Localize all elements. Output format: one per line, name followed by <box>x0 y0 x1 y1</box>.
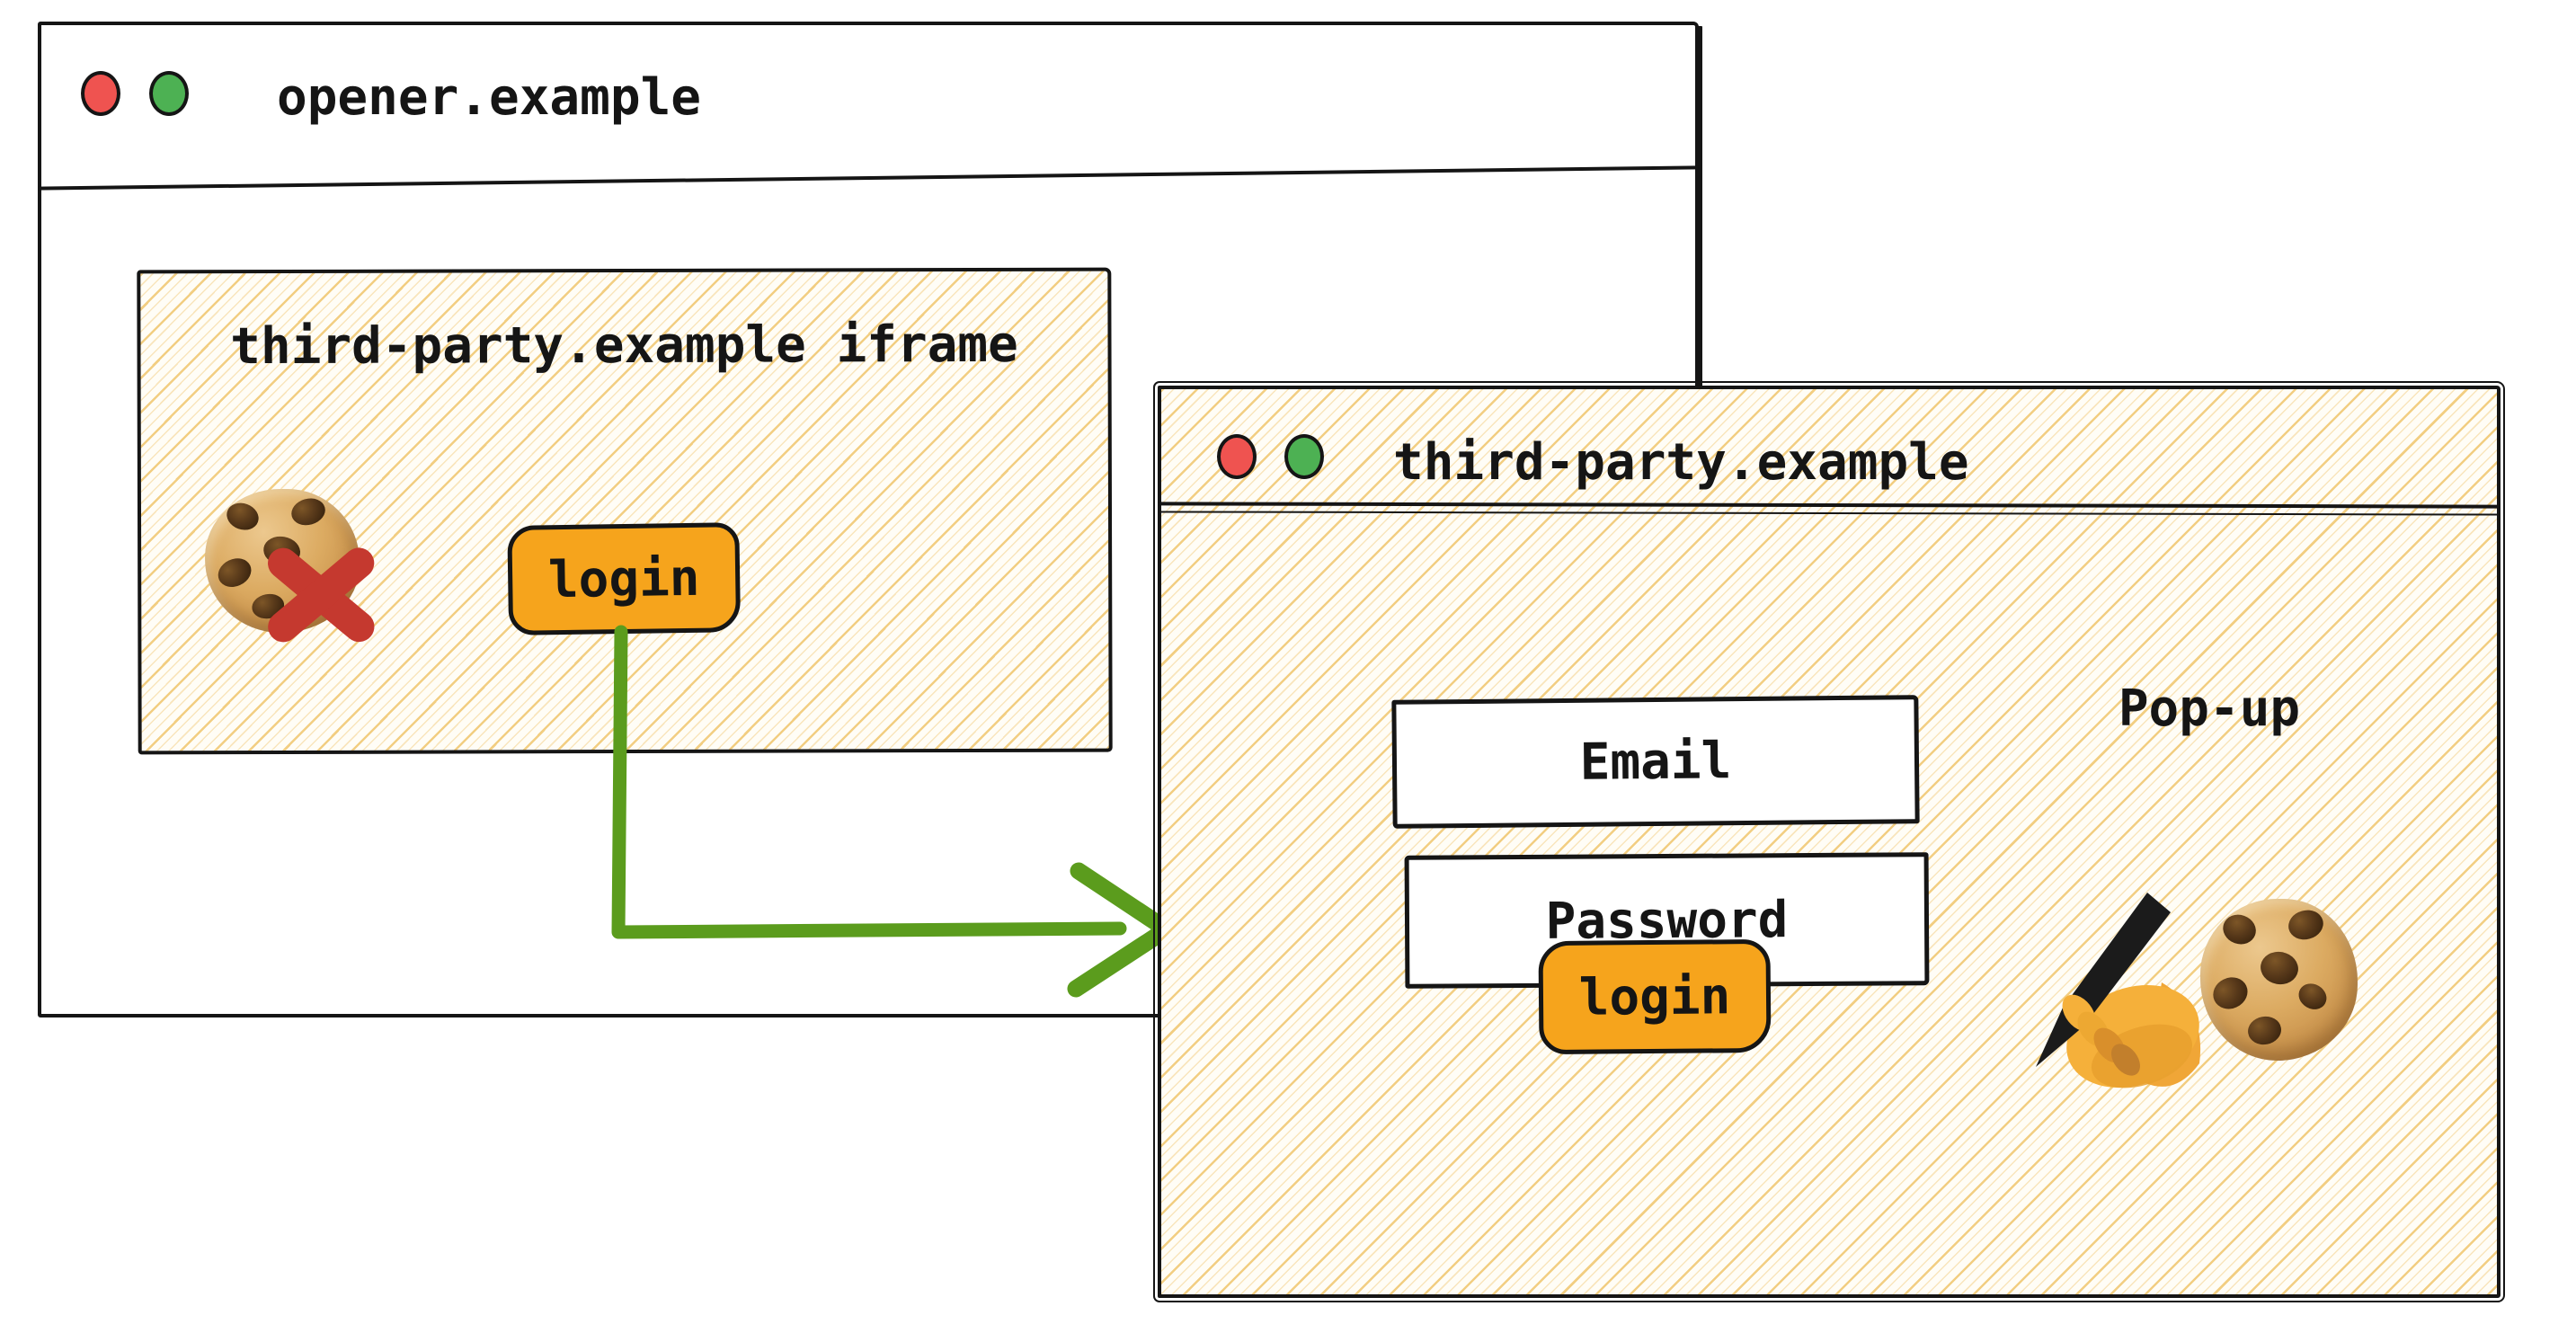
titlebar-divider-second-stroke <box>1160 511 2500 516</box>
email-field[interactable]: Email <box>1391 695 1920 829</box>
titlebar-divider <box>38 165 1699 191</box>
cookie-chip <box>213 553 256 593</box>
iframe-login-button[interactable]: login <box>507 522 742 635</box>
cookie-chip <box>2293 979 2331 1015</box>
red-traffic-light-icon[interactable] <box>1217 434 1257 479</box>
cookie-icon <box>2200 899 2358 1061</box>
writing-hand-icon <box>2036 893 2201 1089</box>
email-field-label: Email <box>1579 732 1732 792</box>
cookie-chip <box>289 494 329 529</box>
cookie-chip <box>2245 1014 2283 1047</box>
popup-login-button[interactable]: login <box>1538 938 1772 1055</box>
cookie-chip <box>2207 972 2252 1015</box>
cookie-chip <box>2257 949 2301 988</box>
cookie-chip <box>223 498 263 535</box>
green-traffic-light-icon[interactable] <box>149 71 189 116</box>
iframe-label: third-party.example iframe <box>230 315 1018 377</box>
opener-window-title: opener.example <box>277 68 702 127</box>
cookie-chip <box>2285 906 2327 944</box>
third-party-iframe: third-party.example iframe login <box>137 267 1113 755</box>
cross-icon <box>262 541 381 649</box>
red-traffic-light-icon[interactable] <box>81 71 120 116</box>
green-traffic-light-icon[interactable] <box>1284 434 1324 479</box>
cookie-chip <box>2218 910 2260 949</box>
titlebar-divider <box>1157 502 2501 509</box>
popup-window-title: third-party.example <box>1393 433 1969 492</box>
browser-window-popup: third-party.example Email Password login… <box>1153 381 2505 1302</box>
popup-annotation: Pop-up <box>2118 680 2301 738</box>
